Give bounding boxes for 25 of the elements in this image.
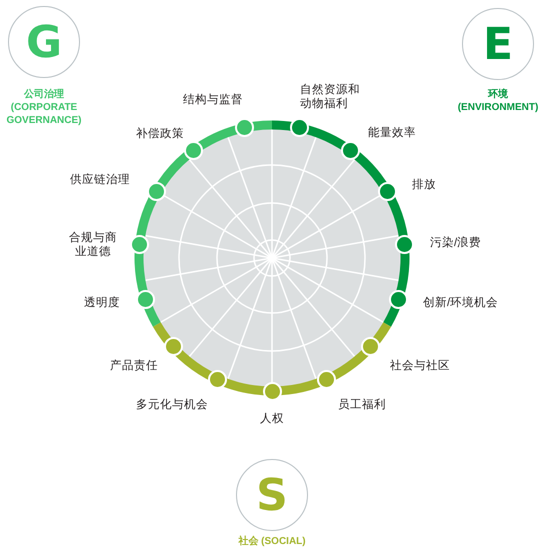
letter-circle: S bbox=[236, 459, 308, 531]
marker-dot bbox=[290, 118, 310, 138]
category-heading: 环境 (ENVIRONMENT) bbox=[456, 88, 540, 114]
category-heading: 社会 (SOCIAL) bbox=[237, 535, 307, 548]
letter-circle: G bbox=[8, 6, 80, 78]
topic-label: 人权 bbox=[260, 412, 284, 426]
topic-label: 自然资源和动物福利 bbox=[300, 83, 361, 111]
marker-dot bbox=[234, 118, 254, 138]
topic-label: 创新/环境机会 bbox=[423, 296, 498, 310]
topic-label: 合规与商业道德 bbox=[68, 231, 118, 259]
topic-label: 排放 bbox=[412, 178, 436, 192]
marker-dot bbox=[184, 140, 204, 160]
topic-label: 结构与监督 bbox=[183, 93, 243, 107]
topic-label: 污染/浪费 bbox=[430, 236, 482, 250]
topic-label: 多元化与机会 bbox=[136, 398, 208, 412]
topic-label: 透明度 bbox=[84, 296, 120, 310]
topic-label: 社会与社区 bbox=[390, 359, 450, 373]
topic-label: 员工福利 bbox=[338, 398, 386, 412]
marker-dot bbox=[130, 234, 150, 254]
topic-label: 补偿政策 bbox=[136, 127, 184, 141]
category-heading: 公司治理 (CORPORATE GOVERNANCE) bbox=[5, 88, 82, 127]
topic-label: 供应链治理 bbox=[70, 173, 130, 187]
topic-label: 产品责任 bbox=[110, 359, 158, 373]
letter-circle: E bbox=[462, 8, 534, 80]
topic-label: 能量效率 bbox=[368, 126, 416, 140]
